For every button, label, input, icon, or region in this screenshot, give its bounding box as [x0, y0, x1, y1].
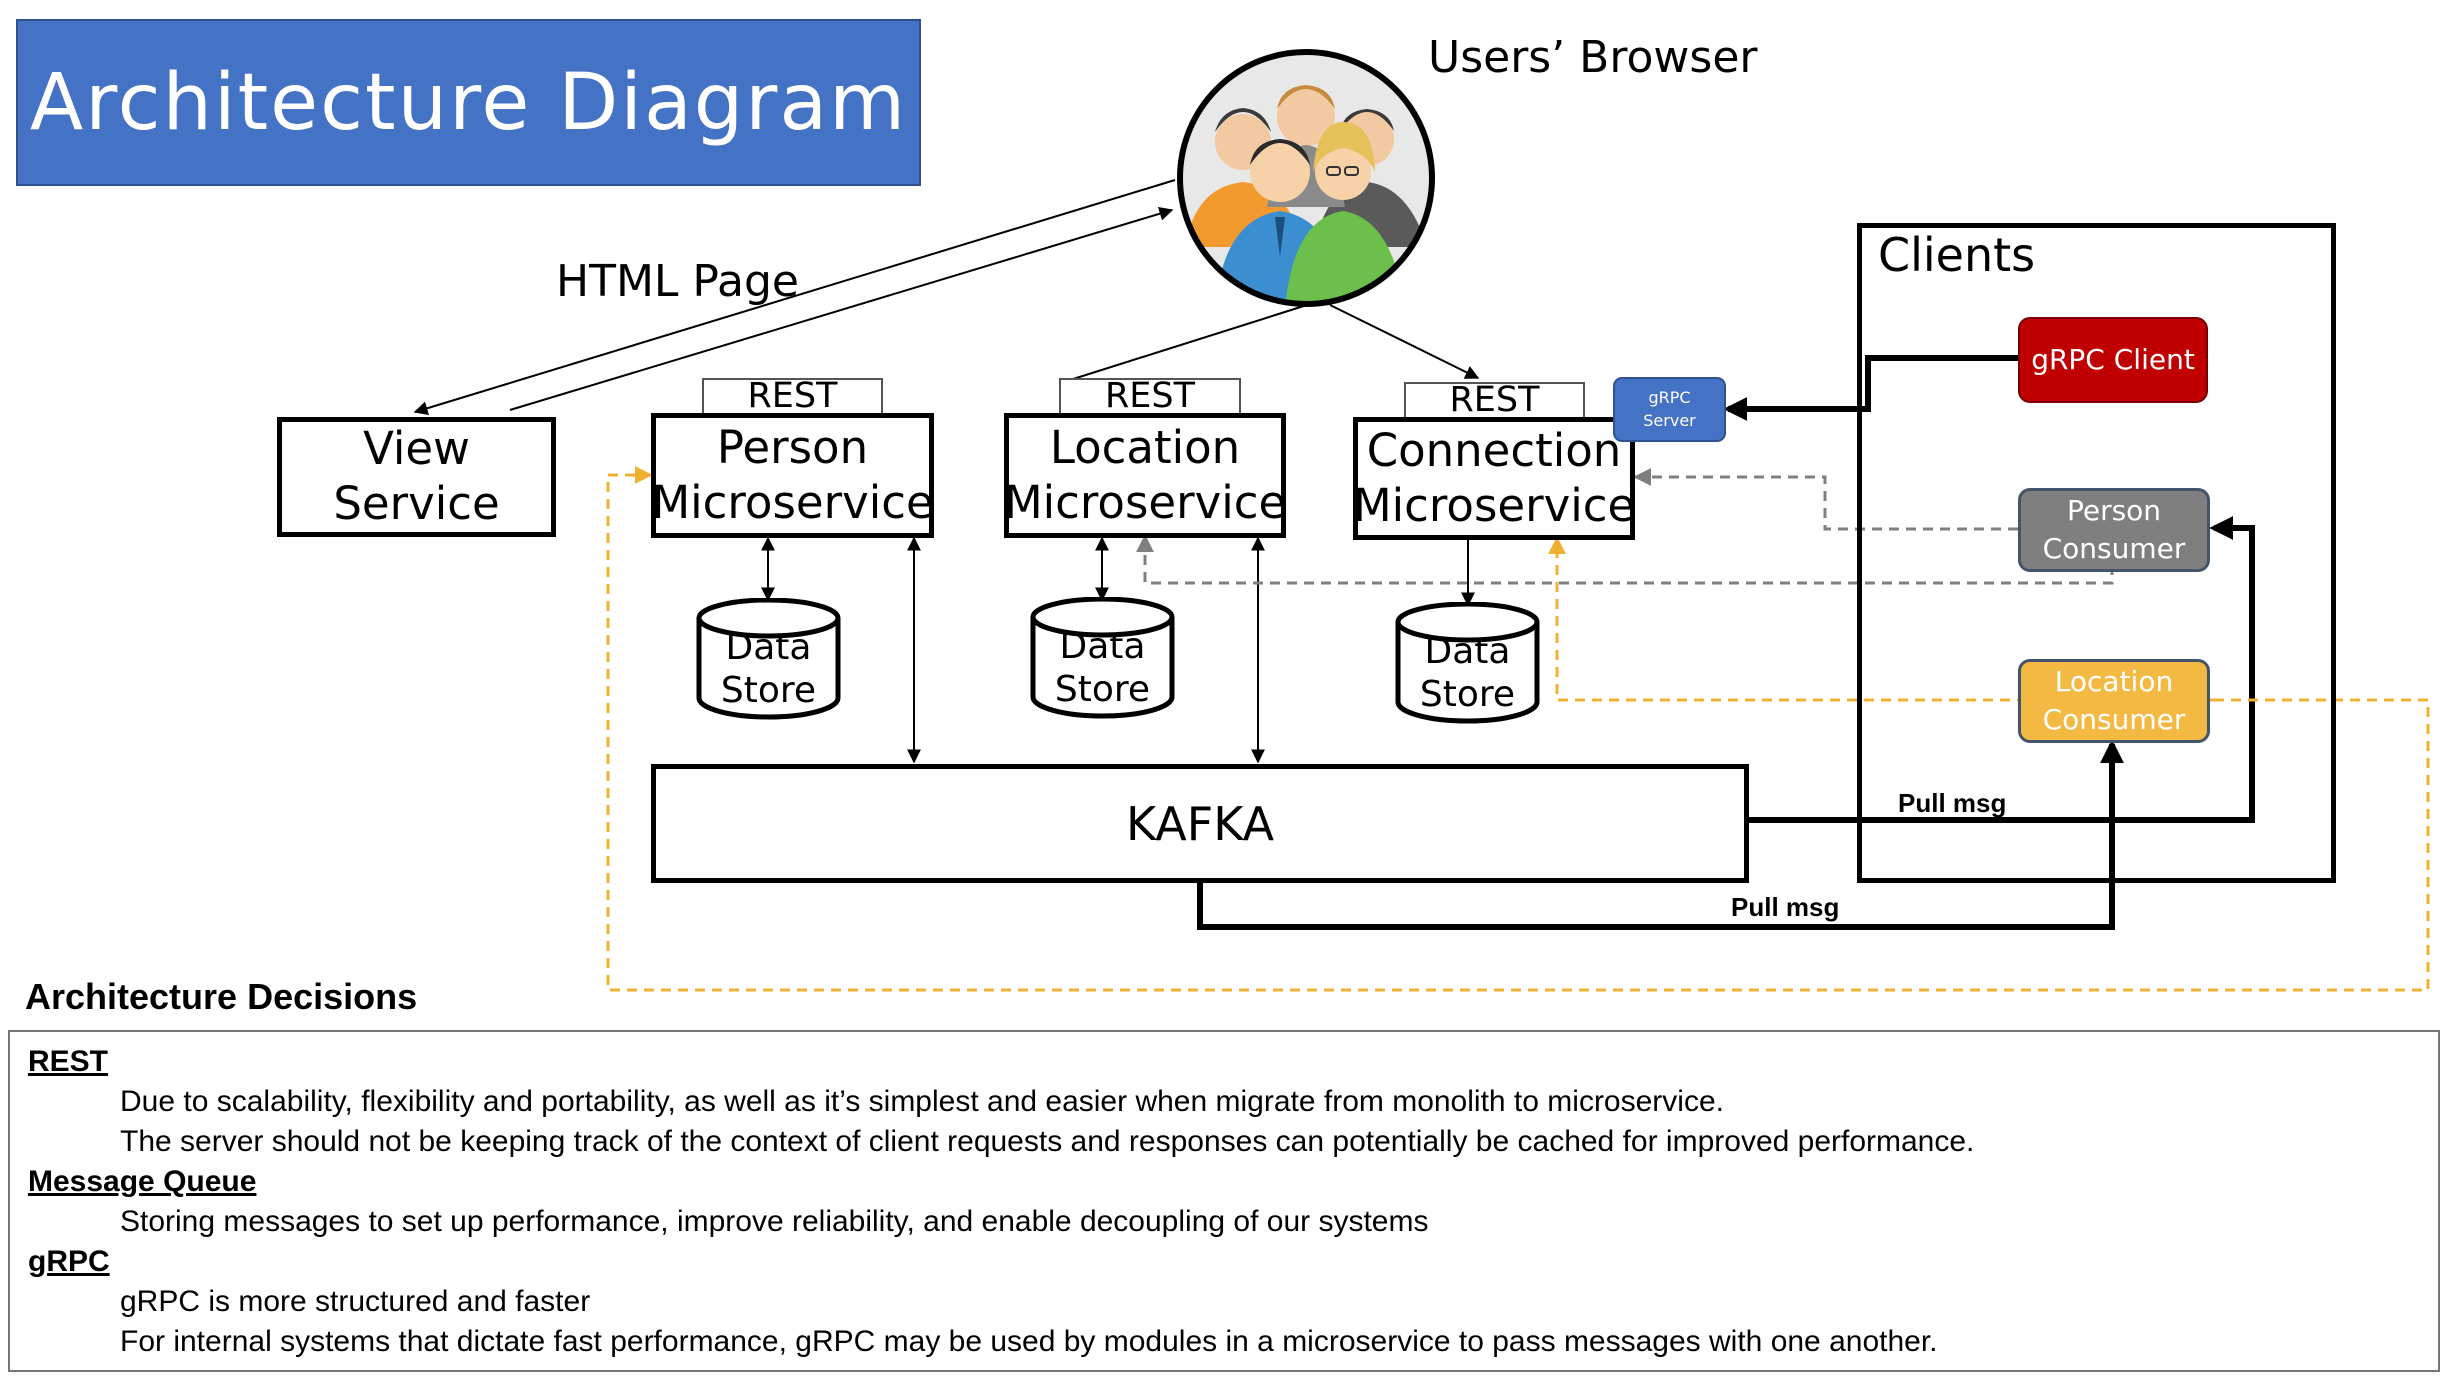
database-icon — [1395, 602, 1540, 724]
connection-ms-line1: Connection — [1366, 423, 1622, 477]
connection-ms-line2: Microservice — [1352, 478, 1636, 532]
data-store-line2: Store — [1054, 669, 1151, 711]
pull-msg-label-upper: Pull msg — [1898, 788, 2007, 818]
view-service-line2: Service — [333, 477, 500, 530]
person-ms-line2: Microservice — [651, 475, 934, 529]
dash-person-consumer-to-connection — [1633, 468, 2018, 531]
rest-tab-location: REST — [1059, 378, 1241, 418]
view-service-box: View Service — [277, 417, 556, 537]
data-store-person: Data Store — [696, 598, 841, 722]
arrow-view-to-browser — [509, 206, 1174, 411]
person-microservice-box: Person Microservice — [651, 413, 934, 538]
decision-grpc-line2: For internal systems that dictate fast p… — [120, 1325, 1938, 1358]
decision-mq-line1: Storing messages to set up performance, … — [120, 1205, 1429, 1238]
location-consumer-line2: Consumer — [2042, 703, 2186, 736]
connection-microservice-box: Connection Microservice — [1353, 417, 1635, 540]
person-consumer-box: Person Consumer — [2018, 488, 2210, 572]
data-store-connection: Data Store — [1395, 602, 1540, 726]
decisions-panel: REST Due to scalability, flexibility and… — [8, 1030, 2440, 1372]
clients-box — [1857, 223, 2336, 883]
person-ms-line1: Person — [716, 420, 869, 474]
location-consumer-box: Location Consumer — [2018, 659, 2210, 743]
decision-grpc-line1: gRPC is more structured and faster — [120, 1285, 591, 1318]
location-ms-line1: Location — [1049, 420, 1241, 474]
dash-location-consumer-to-connection — [1548, 536, 2214, 702]
data-store-line1: Data — [725, 627, 812, 668]
database-icon — [1030, 597, 1175, 719]
grpc-client-box: gRPC Client — [2018, 317, 2208, 403]
decision-mq-heading: Message Queue — [28, 1165, 257, 1198]
clients-label: Clients — [1878, 228, 2036, 282]
grpc-server-box: gRPC Server — [1613, 377, 1726, 442]
title-banner: Architecture Diagram — [16, 19, 921, 186]
rest-label-location: REST — [1104, 376, 1196, 416]
decision-rest-heading: REST — [28, 1045, 109, 1078]
page-title: Architecture Diagram — [29, 57, 908, 148]
data-store-line1: Data — [1059, 626, 1146, 667]
location-ms-line2: Microservice — [1003, 475, 1287, 529]
grpc-server-line2: Server — [1643, 410, 1696, 430]
arrow-browser-to-connection — [1329, 304, 1480, 379]
dash-location-consumer-to-person — [606, 466, 2430, 992]
decision-rest-line1: Due to scalability, flexibility and port… — [120, 1085, 1724, 1118]
kafka-box: KAFKA — [651, 764, 1749, 883]
decisions-heading: Architecture Decisions — [25, 976, 418, 1017]
data-store-line1: Data — [1424, 631, 1511, 672]
data-store-connection-label: Data Store — [1395, 630, 1540, 716]
person-consumer-line2: Consumer — [2042, 532, 2186, 565]
data-store-location: Data Store — [1030, 597, 1175, 721]
decision-rest-line2: The server should not be keeping track o… — [120, 1125, 1975, 1158]
pull-msg-label-lower: Pull msg — [1731, 892, 1840, 922]
arrow-browser-to-view — [413, 179, 1176, 416]
view-service-line1: View — [363, 422, 470, 476]
grpc-client-label: gRPC Client — [2031, 343, 2195, 377]
data-store-line2: Store — [1419, 674, 1516, 716]
users-group-icon — [1177, 49, 1435, 307]
rest-label-person: REST — [747, 376, 838, 416]
data-store-person-label: Data Store — [696, 626, 841, 712]
kafka-label: KAFKA — [1125, 796, 1275, 851]
grpc-client-to-server — [1723, 355, 2018, 421]
grpc-server-line1: gRPC — [1648, 388, 1691, 408]
decision-grpc-heading: gRPC — [28, 1245, 110, 1278]
line-browser-to-rest — [1069, 304, 1308, 381]
pull-to-location-consumer — [1197, 739, 2124, 930]
rest-tab-person: REST — [702, 378, 883, 418]
location-consumer-line1: Location — [2054, 665, 2174, 699]
html-page-label: HTML Page — [556, 256, 799, 307]
rest-tab-connection: REST — [1404, 382, 1585, 422]
data-store-line2: Store — [720, 670, 817, 712]
location-microservice-box: Location Microservice — [1004, 413, 1286, 538]
database-icon — [696, 598, 841, 720]
person-consumer-line1: Person — [2066, 494, 2162, 528]
pull-to-person-consumer — [1749, 516, 2255, 823]
rest-label-connection: REST — [1449, 380, 1540, 420]
data-store-location-label: Data Store — [1030, 625, 1175, 711]
dash-person-consumer-to-location — [1136, 534, 2114, 585]
users-browser-label: Users’ Browser — [1428, 32, 1758, 83]
